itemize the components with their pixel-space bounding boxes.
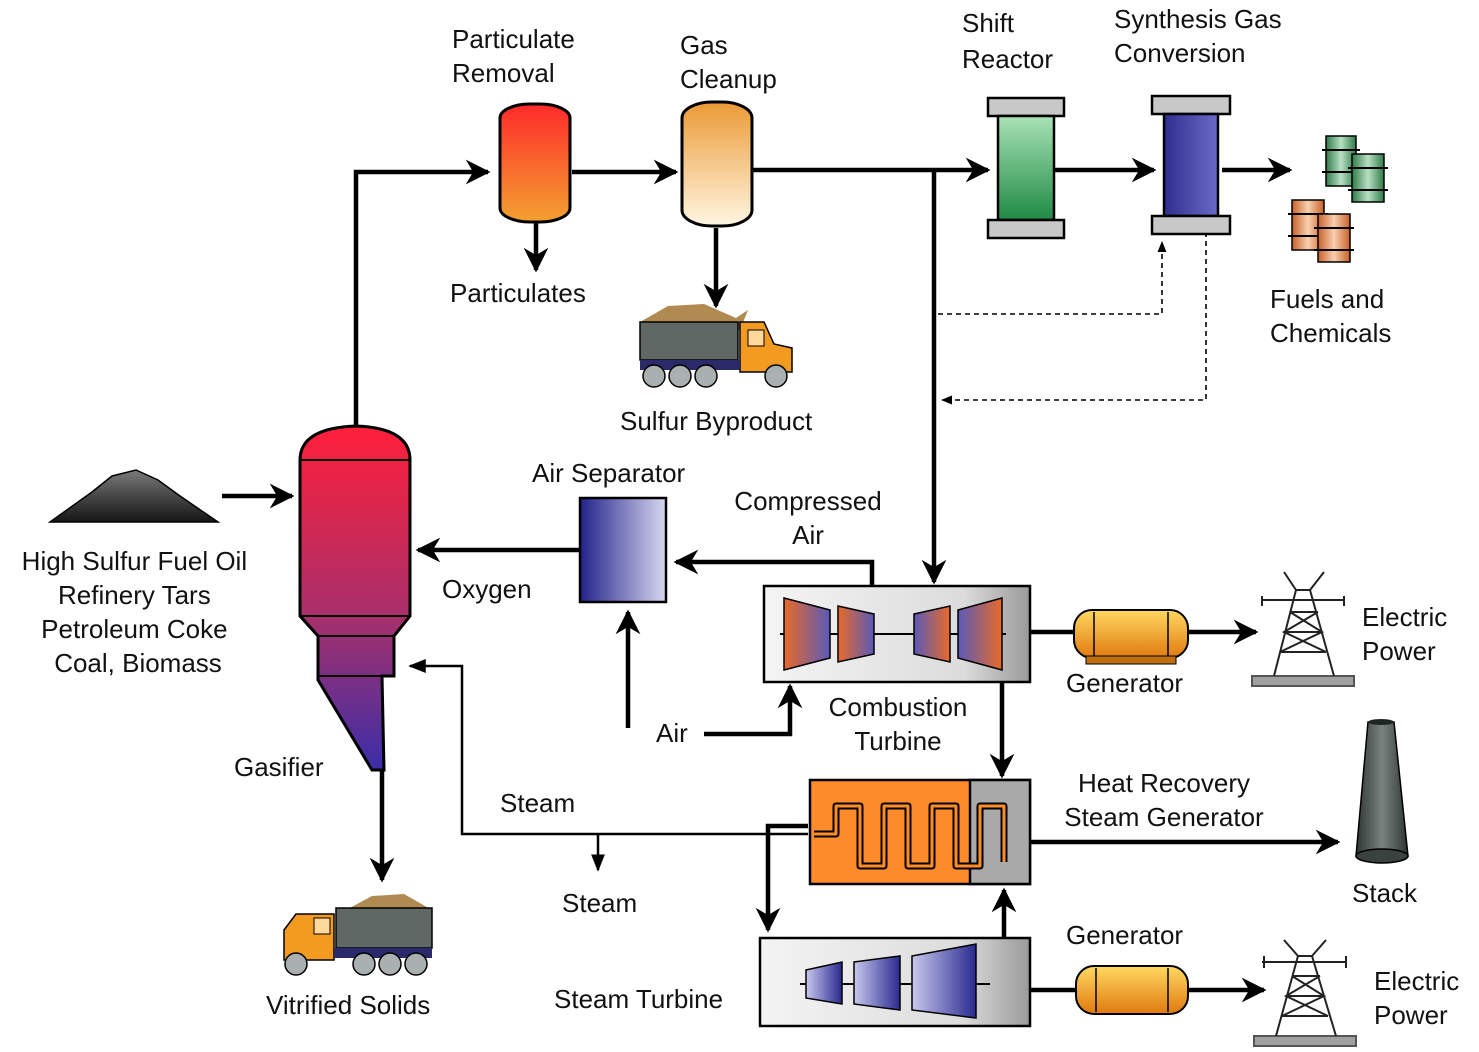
shift-reactor-unit xyxy=(986,96,1066,240)
label-stack: Stack xyxy=(1352,878,1418,908)
particulate-removal-vessel xyxy=(498,102,572,224)
label-generator-bottom: Generator xyxy=(1066,920,1183,950)
generator-bottom-icon xyxy=(1075,965,1189,1015)
label-sulfur-byproduct: Sulfur Byproduct xyxy=(620,406,813,436)
label-oxygen: Oxygen xyxy=(442,574,532,604)
label-particulates: Particulates xyxy=(450,278,586,308)
label-generator-top: Generator xyxy=(1066,668,1183,698)
sulfur-truck-icon xyxy=(639,304,793,388)
air-separator-unit xyxy=(578,496,668,604)
flow-lines xyxy=(222,157,1341,1003)
label-air-separator: Air Separator xyxy=(532,458,686,488)
label-steam-upper: Steam xyxy=(500,788,575,818)
synthesis-gas-conversion-unit xyxy=(1150,94,1232,236)
label-air: Air xyxy=(656,718,688,748)
gas-cleanup-vessel xyxy=(680,100,754,228)
fuel-drums-icon xyxy=(1288,135,1388,263)
heat-recovery-steam-generator-unit xyxy=(808,778,1032,886)
transmission-tower-top-icon xyxy=(1251,571,1355,687)
label-vitrified-solids: Vitrified Solids xyxy=(266,990,430,1020)
label-steam-turbine: Steam Turbine xyxy=(554,984,723,1014)
label-gasifier: Gasifier xyxy=(234,752,324,782)
gasifier-vessel xyxy=(298,424,412,772)
stack-icon xyxy=(1355,719,1409,864)
steam-turbine-unit xyxy=(758,936,1032,1028)
transmission-tower-bottom-icon xyxy=(1253,939,1357,1047)
feedstock-pile xyxy=(47,469,221,523)
label-feedstock: High Sulfur Fuel Oil Refinery Tars Petro… xyxy=(22,546,255,678)
label-steam-lower: Steam xyxy=(562,888,637,918)
combustion-turbine-unit xyxy=(762,584,1032,684)
generator-top-icon xyxy=(1073,609,1189,665)
vitrified-solids-truck-icon xyxy=(283,894,433,976)
